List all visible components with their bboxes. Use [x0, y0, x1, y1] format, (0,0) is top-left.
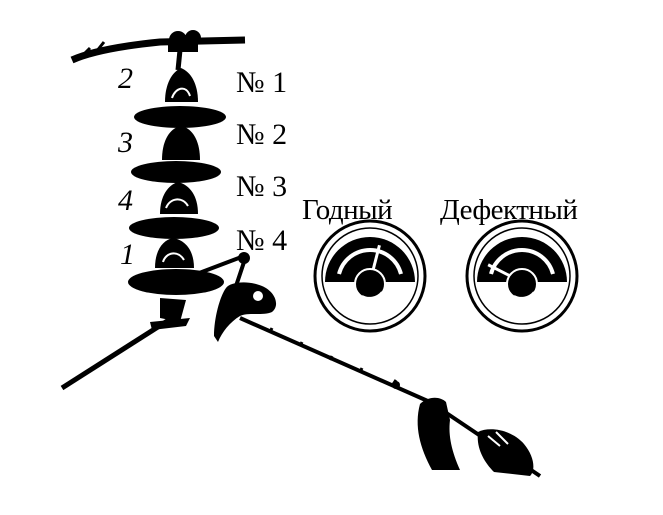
insulator-disc-1 [165, 68, 198, 102]
insulator-number-1: № 1 [236, 66, 288, 99]
overhead-wire [70, 36, 246, 64]
gauge-defective-label: Дефектный [440, 194, 578, 226]
gauge-good-label: Годный [302, 194, 393, 226]
insulator-number-2: № 2 [236, 118, 288, 151]
disc-mark-1: 1 [120, 238, 135, 271]
gauge-good-scale-arc [337, 248, 403, 275]
operator-hands [417, 397, 534, 476]
gauge-defective-hub-highlight [513, 291, 535, 299]
gauge-defective-hub [506, 268, 538, 300]
insulator-number-4: № 4 [236, 224, 288, 257]
insulator-disc-4 [129, 217, 219, 268]
measuring-rod-head [185, 252, 277, 342]
gauge-good-dial-inner-rim [321, 227, 419, 325]
gauge-good-hub [354, 268, 386, 300]
gauge-defective [465, 219, 579, 333]
gauge-good-hub-highlight [361, 291, 383, 299]
gauge-good-dial-face [325, 237, 415, 282]
disc-mark-3: 3 [118, 126, 133, 159]
insulator-disc-2 [134, 106, 226, 160]
gauge-defective-scale-arc [489, 248, 555, 275]
gauge-good [313, 219, 427, 333]
insulator-number-3: № 3 [236, 170, 288, 203]
disc-mark-2: 2 [118, 62, 133, 95]
disc-mark-4: 4 [118, 184, 133, 217]
gauge-defective-dial-inner-rim [473, 227, 571, 325]
insulator-disc-3 [131, 161, 221, 214]
wire-clamp [168, 30, 201, 71]
insulator-disc-bottom [128, 269, 224, 322]
